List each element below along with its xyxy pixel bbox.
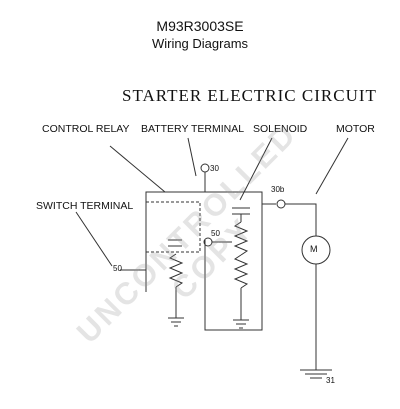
relay-coil xyxy=(168,253,184,288)
label-motor: MOTOR xyxy=(336,123,375,135)
terminal-30 xyxy=(200,163,210,173)
label-solenoid: SOLENOID xyxy=(253,123,308,135)
leader-battery-terminal xyxy=(187,137,197,177)
terminal-30b xyxy=(276,199,286,209)
ground-solenoid xyxy=(233,288,249,329)
leader-switch-terminal xyxy=(75,211,113,267)
switch-terminal-50-label: 50 xyxy=(113,264,122,273)
terminal-30-label: 30 xyxy=(210,164,219,173)
document-subtitle: Wiring Diagrams xyxy=(151,36,249,51)
leader-control-relay xyxy=(109,145,166,193)
leader-motor xyxy=(315,137,349,195)
relay-box xyxy=(146,201,201,253)
document-code: M93R3003SE xyxy=(156,18,244,34)
label-battery-terminal: BATTERY TERMINAL xyxy=(141,123,245,135)
diagram-title: STARTER ELECTRIC CIRCUIT xyxy=(122,86,377,105)
solenoid-contact xyxy=(232,207,250,215)
ground-relay xyxy=(168,300,184,327)
ground-motor xyxy=(300,369,332,379)
terminal-31-label: 31 xyxy=(326,376,335,385)
label-control-relay: CONTROL RELAY xyxy=(42,123,130,135)
circuit-diagram xyxy=(75,137,349,379)
motor-label: M xyxy=(310,244,318,254)
battery-bus xyxy=(145,172,206,292)
solenoid-hold-coil xyxy=(233,221,249,256)
relay-contact xyxy=(168,239,182,247)
terminal-30b-label: 30b xyxy=(271,185,285,194)
motor-feed xyxy=(285,203,317,236)
solenoid-frame xyxy=(204,191,263,331)
terminal-50-label: 50 xyxy=(211,229,220,238)
leader-solenoid xyxy=(239,137,273,201)
solenoid-pull-coil xyxy=(233,254,249,289)
label-switch-terminal: SWITCH TERMINAL xyxy=(36,200,134,212)
